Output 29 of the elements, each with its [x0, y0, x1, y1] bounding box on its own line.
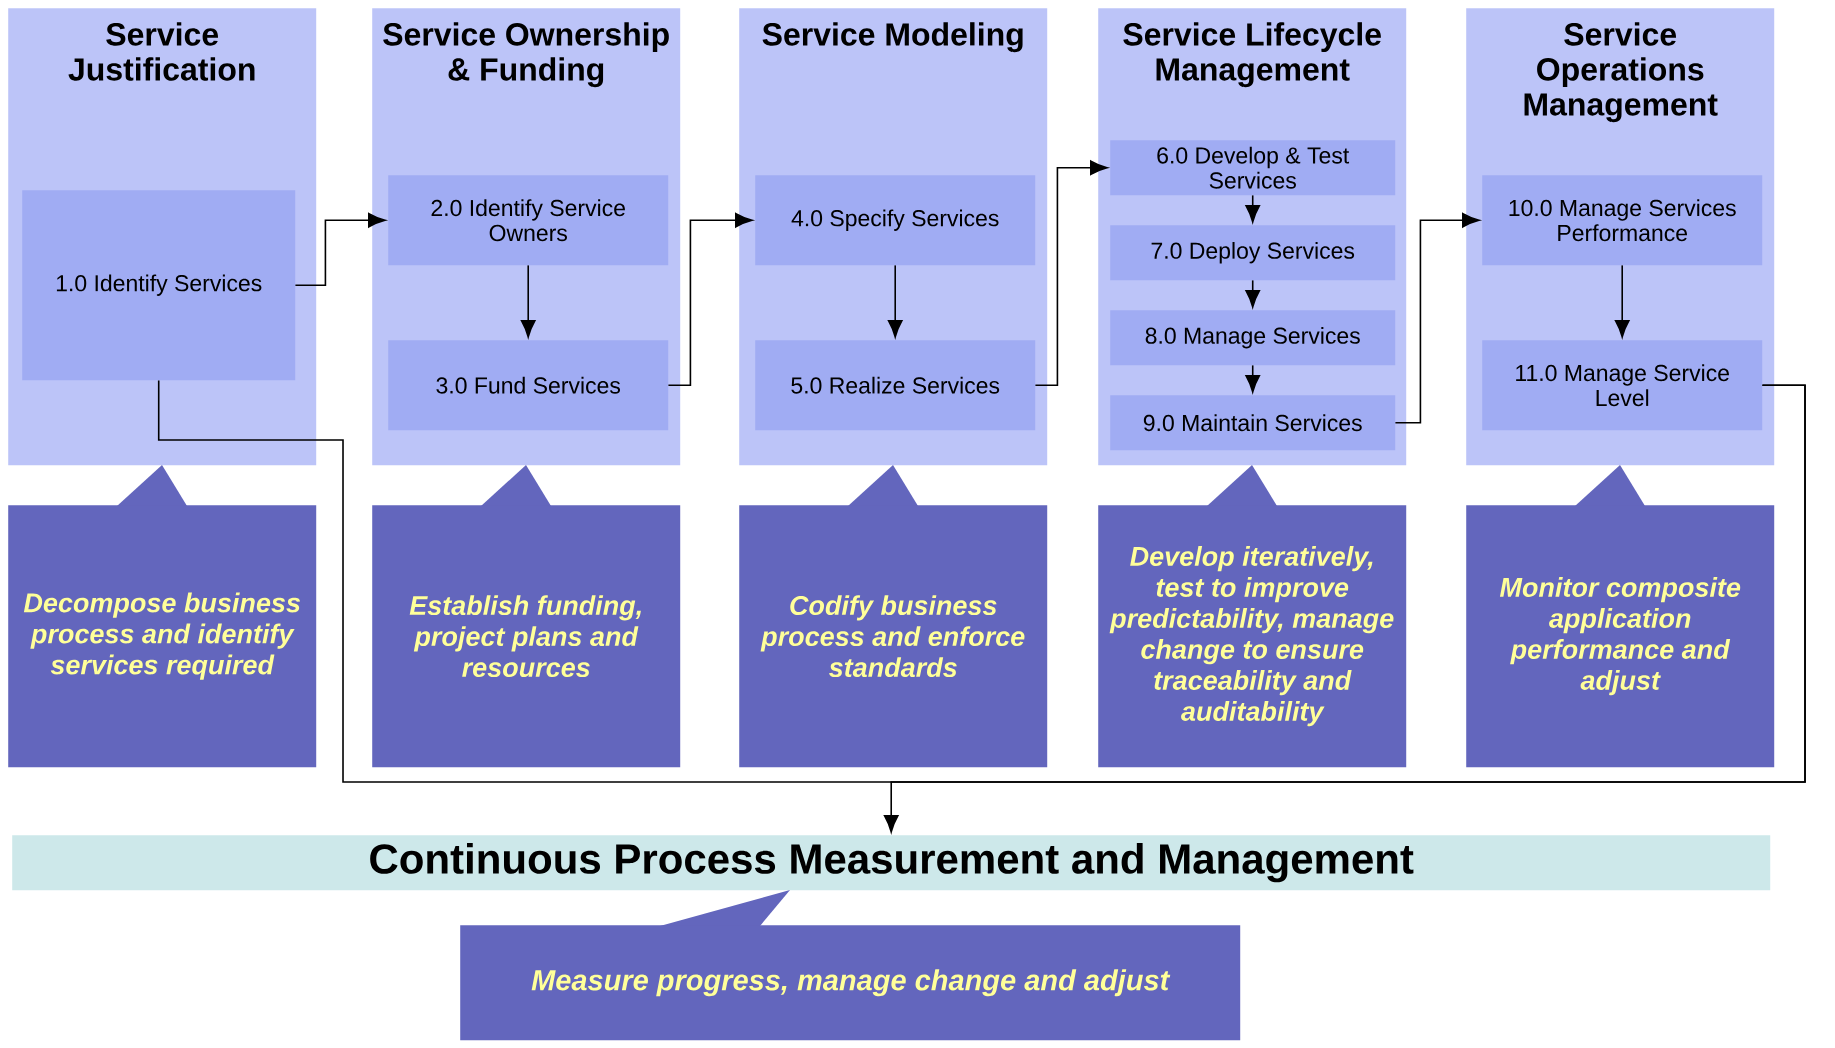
callout: Codify business process and enforce standards [739, 465, 1048, 768]
process-box: 11.0 Manage Service Level [1482, 340, 1763, 431]
arrow [294, 212, 386, 286]
arrow [1245, 279, 1261, 308]
arrow [520, 264, 536, 338]
process-box: 7.0 Deploy Services [1110, 225, 1396, 281]
process-box: 10.0 Manage Services Performance [1482, 175, 1763, 266]
arrow [1245, 364, 1261, 393]
arrow [1394, 212, 1480, 424]
arrow [667, 212, 753, 386]
process-box: 8.0 Manage Services [1110, 310, 1396, 366]
arrow [1034, 160, 1108, 386]
process-box: 4.0 Specify Services [755, 175, 1036, 266]
process-box: 5.0 Realize Services [755, 340, 1036, 431]
callout: Measure progress, manage change and adjust [460, 890, 1241, 1041]
process-box: 3.0 Fund Services [388, 340, 669, 431]
arrow [1614, 264, 1630, 338]
callout: Establish funding, project plans and resources [372, 465, 681, 768]
process-box: 1.0 Identify Services [22, 190, 296, 381]
arrow [887, 264, 903, 338]
process-box: 6.0 Develop & Test Services [1110, 140, 1396, 196]
measurement-band: Continuous Process Measurement and Management [12, 835, 1771, 891]
callout: Develop iteratively, test to improve predictability, manage change to ensure traceability and auditability [1098, 465, 1407, 768]
process-box: 2.0 Identify Service Owners [388, 175, 669, 266]
callout: Decompose business process and identify services required [8, 465, 317, 768]
arrow [883, 384, 1806, 833]
callout: Monitor composite application performance and adjust [1466, 465, 1775, 768]
arrow [1245, 194, 1261, 223]
process-box: 9.0 Maintain Services [1110, 395, 1396, 451]
